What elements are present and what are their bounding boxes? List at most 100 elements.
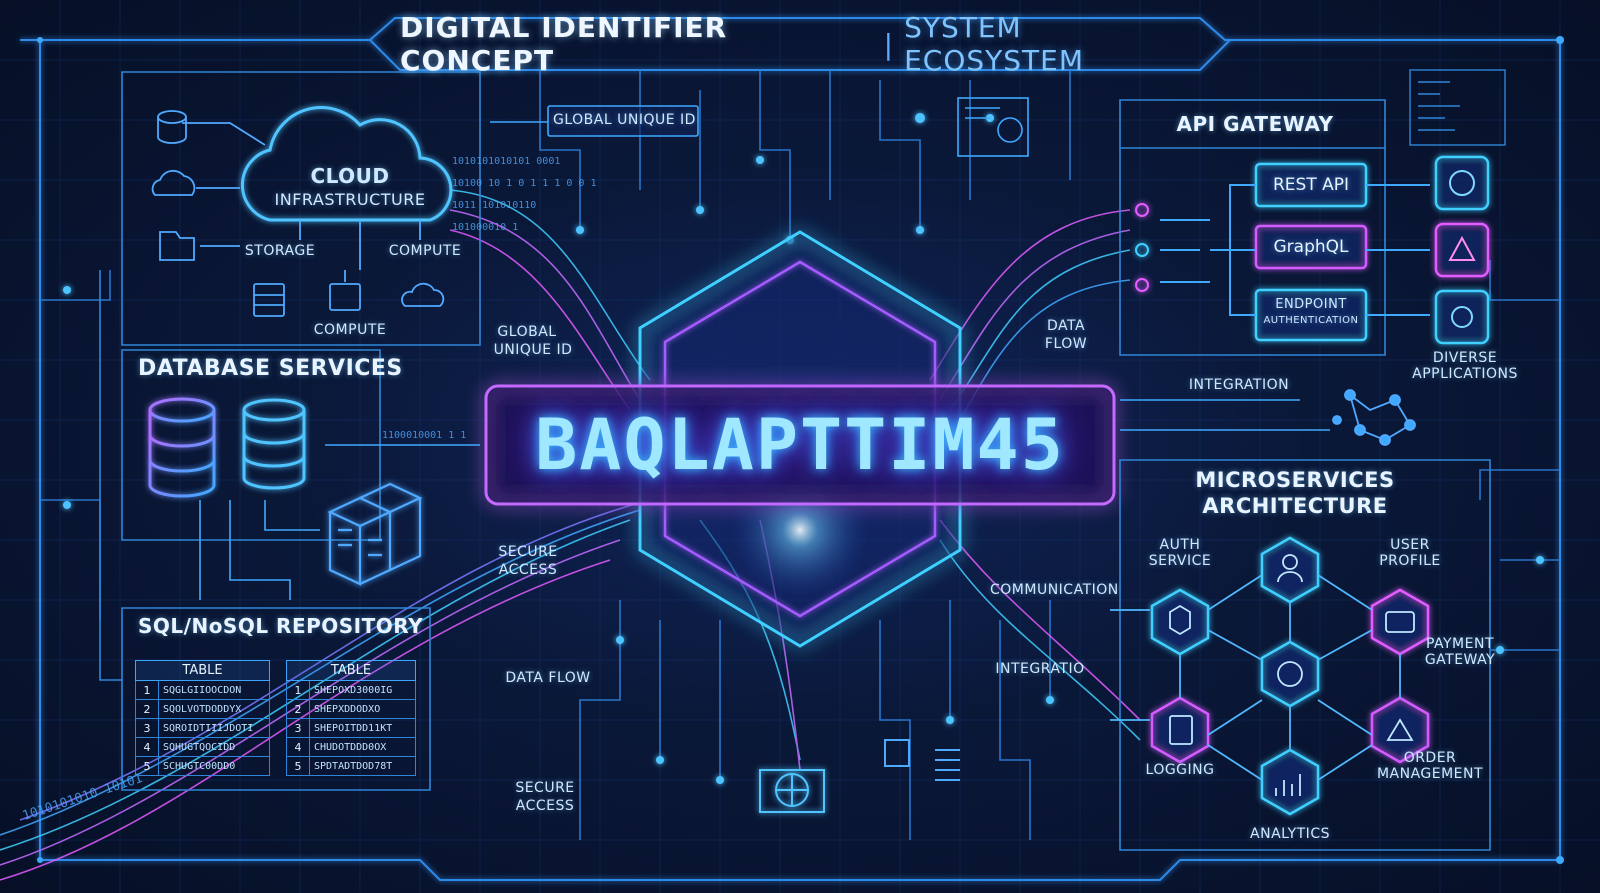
api-app-icons (1448, 170, 1476, 328)
cloud-title-line1: CLOUD (310, 164, 390, 188)
title-main: DIGITAL IDENTIFIER CONCEPT (400, 11, 728, 77)
microservices-title-line1: MICROSERVICES (1195, 468, 1395, 492)
row-number: 3 (135, 718, 159, 738)
api-panel-frame (1119, 99, 1386, 356)
title-separator: | (883, 27, 895, 61)
monitor-icon (957, 97, 1029, 157)
card-icon (1385, 611, 1415, 633)
user-label-line2: PROFILE (1379, 553, 1441, 569)
global-unique-id-box-label: GLOBAL UNIQUE ID (553, 112, 696, 128)
title-subtitle: SYSTEM ECOSYSTEM (904, 11, 1084, 77)
binary-text: 1011 101010110 (452, 200, 537, 211)
box-icon (1169, 604, 1191, 636)
binary-text: 10100 10 1 0 1 1 1 0 0 1 (452, 178, 597, 189)
code-panel (1409, 69, 1506, 146)
binary-text: 1100010001 1 1 (382, 430, 467, 441)
row-value: CHUDOTDDD0OX (309, 737, 416, 757)
app-icon-boxes (1434, 155, 1490, 345)
network-icon (1449, 170, 1475, 196)
payment-label-line1: PAYMENT (1425, 636, 1495, 652)
row-value: SHEPOITDD11KT (309, 718, 416, 738)
outer-frame (20, 17, 1561, 881)
integration-network-icon (1332, 389, 1416, 446)
status-bars-icon (884, 739, 960, 781)
compute-label-bottom: COMPUTE (313, 322, 387, 338)
row-number: 2 (286, 699, 310, 719)
data-flow-line2: FLOW (1044, 336, 1088, 352)
storage-label: STORAGE (244, 243, 316, 259)
log-icon (1169, 715, 1193, 745)
database-icon-1 (148, 397, 216, 498)
row-value: SQROIDTIIIJDOTI (158, 718, 270, 738)
user-label-line1: USER (1390, 537, 1430, 553)
order-label-line1: ORDER (1403, 750, 1457, 766)
cloud-panel-frame (121, 71, 481, 346)
logging-label: LOGGING (1145, 762, 1215, 778)
core-hex (1260, 640, 1320, 708)
secure-access-mid-line1: SECURE (498, 544, 558, 560)
repository-title: SQL/NoSQL REPOSITORY (138, 614, 424, 638)
compute-label-right: COMPUTE (388, 243, 462, 259)
cloud-infrastructure-icon (240, 106, 453, 222)
secure-access-mid-line2: ACCESS (498, 562, 558, 578)
api-gateway-title: API GATEWAY (1176, 112, 1334, 136)
order-hex (1370, 696, 1430, 764)
row-number: 4 (135, 737, 159, 757)
communication-label: COMMUNICATION (990, 582, 1119, 598)
row-value: SQHUGTQOCIDD (158, 737, 270, 757)
analytics-label: ANALYTICS (1250, 826, 1330, 842)
center-identifier: BAQLAPTTIM45 (535, 404, 1065, 486)
global-label-line1: GLOBAL (497, 324, 557, 340)
integratio-label: INTEGRATIO (995, 661, 1085, 677)
graph-icon (1448, 235, 1476, 261)
order-label-line2: MANAGEMENT (1376, 766, 1484, 782)
microservice-links (1110, 574, 1401, 781)
user-hex-top (1260, 536, 1320, 604)
row-number: 4 (286, 737, 310, 757)
label-box-frames (490, 105, 699, 137)
secure-access-bottom-line2: ACCESS (515, 798, 575, 814)
diverse-label-line1: DIVERSE (1432, 350, 1498, 366)
server-cluster-icon (327, 482, 423, 586)
globe-icon (759, 769, 825, 813)
integration-links (1120, 399, 1330, 431)
auth-label-line1: AUTH (1159, 537, 1201, 553)
row-value: SHEPOXD3000IG (309, 680, 416, 700)
row-value: SHEPXDDODXO (309, 699, 416, 719)
row-number: 5 (135, 756, 159, 776)
row-number: 1 (135, 680, 159, 700)
integration-label: INTEGRATION (1188, 377, 1290, 393)
gear-icon (1277, 661, 1303, 687)
row-number: 1 (286, 680, 310, 700)
binary-text: 1010101010101 0001 (452, 156, 561, 167)
settings-app-icon (1451, 306, 1473, 328)
data-flow-bottom-label: DATA FLOW (505, 670, 591, 686)
endpoint-label-line1: ENDPOINT (1275, 297, 1347, 312)
page-title: DIGITAL IDENTIFIER CONCEPT | SYSTEM ECOS… (400, 11, 1200, 77)
cloud-small-icon (151, 169, 196, 196)
microservices-title-line2: ARCHITECTURE (1202, 494, 1388, 518)
cloud-title-line2: INFRASTRUCTURE (274, 190, 426, 209)
row-value: SCHUGTC00DD0 (158, 756, 270, 776)
data-streams (0, 189, 1141, 881)
diverse-label-line2: APPLICATIONS (1412, 366, 1518, 382)
cloud-icons (151, 110, 445, 317)
folder-icon (159, 231, 195, 261)
cloud-compute-icon (401, 282, 445, 307)
secure-access-bottom-line1: SECURE (515, 780, 575, 796)
chart-icon (1275, 774, 1301, 796)
endpoint-label-line2: AUTHENTICATION (1263, 315, 1359, 326)
gateway-ports (1135, 203, 1149, 292)
microservice-icons (1169, 554, 1415, 796)
row-value: SPDTADTDOD78T (309, 756, 416, 776)
